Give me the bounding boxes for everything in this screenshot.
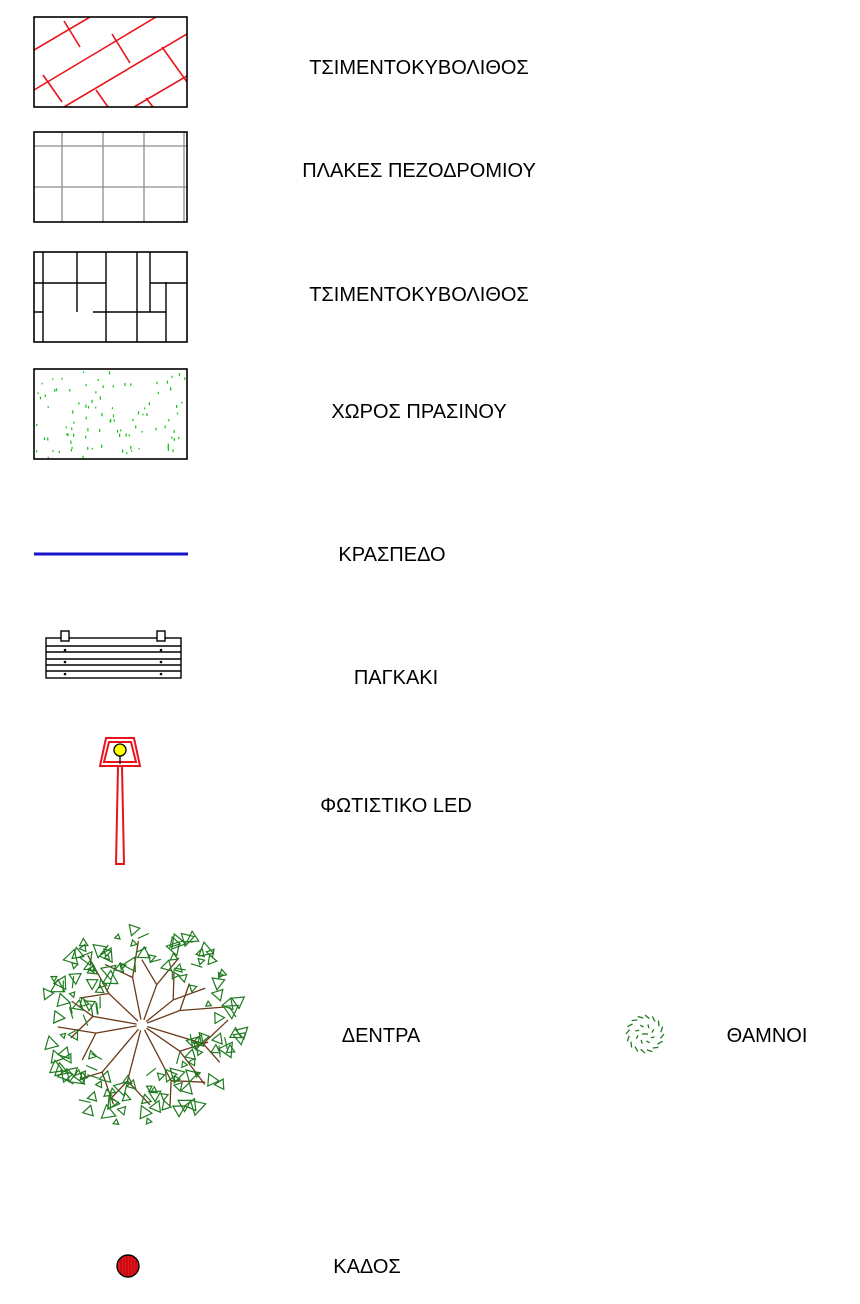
sidewalk-symbol [33, 131, 188, 223]
red-paving-symbol [33, 16, 188, 108]
tree-symbol [42, 923, 249, 1126]
led-lamp-symbol [98, 737, 142, 865]
label-bench: ΠΑΓΚΑΚΙ [353, 667, 439, 689]
label-green-area: ΧΩΡΟΣ ΠΡΑΣΙΝΟΥ [331, 401, 507, 423]
label-shrubs: ΘΑΜΝΟΙ [726, 1025, 808, 1047]
label-trees: ΔΕΝΤΡΑ [341, 1025, 421, 1047]
shrub-symbol [625, 1014, 665, 1054]
black-paving-symbol [33, 251, 188, 343]
label-bin: ΚΑΔΟΣ [333, 1256, 401, 1278]
label-led-light: ΦΩΤΙΣΤΙΚΟ LED [320, 795, 472, 817]
label-curb: ΚΡΑΣΠΕΔΟ [338, 544, 446, 566]
label-paving-black: ΤΣΙΜΕΝΤΟΚΥΒΟΛΙΘΟΣ [309, 284, 529, 306]
bin-symbol [116, 1254, 140, 1278]
bench-symbol [45, 630, 182, 679]
label-sidewalk: ΠΛΑΚΕΣ ΠΕΖΟΔΡΟΜΙΟΥ [302, 160, 536, 182]
label-paving-red: ΤΣΙΜΕΝΤΟΚΥΒΟΛΙΘΟΣ [309, 57, 529, 79]
green-area-symbol [33, 368, 188, 460]
